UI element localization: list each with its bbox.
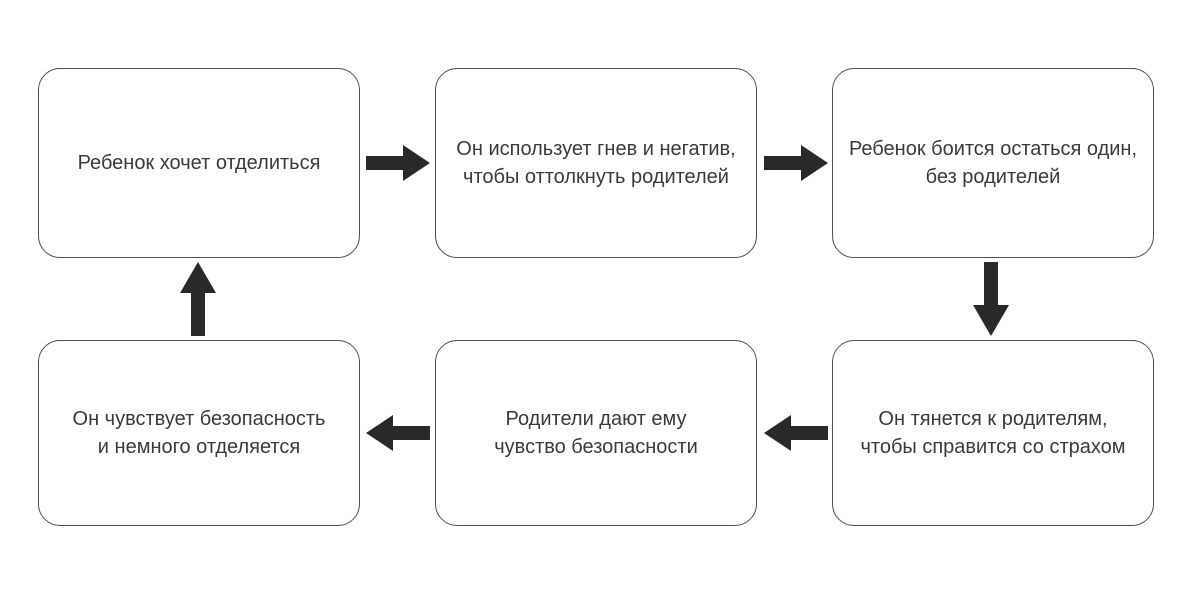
flow-box-label: Он использует гнев и негатив, чтобы отто… (456, 138, 736, 188)
flow-box-label: Ребенок хочет отделиться (77, 152, 321, 174)
arrow-left-icon (366, 413, 430, 453)
flow-box-label: Он тянется к родителям, чтобы справится … (860, 408, 1126, 458)
arrow-down-icon (971, 262, 1011, 336)
flow-box-parents-give-safety: Родители дают ему чувство безопасности (435, 340, 757, 526)
flow-box-label: Родители дают ему чувство безопасности (494, 408, 698, 458)
flow-box-uses-anger: Он использует гнев и негатив, чтобы отто… (435, 68, 757, 258)
arrow-right-icon (764, 143, 828, 183)
flow-box-label: Он чувствует безопасность и немного отде… (72, 408, 326, 458)
arrow-left-icon (764, 413, 828, 453)
arrow-up-icon (178, 262, 218, 336)
arrow-right-icon (366, 143, 430, 183)
flow-box-child-wants-separation: Ребенок хочет отделиться (38, 68, 360, 258)
flow-box-feels-safe-separates: Он чувствует безопасность и немного отде… (38, 340, 360, 526)
flow-box-afraid-alone: Ребенок боится остаться один, без родите… (832, 68, 1154, 258)
flow-box-label: Ребенок боится остаться один, без родите… (848, 138, 1138, 188)
flow-box-reaches-to-parents: Он тянется к родителям, чтобы справится … (832, 340, 1154, 526)
